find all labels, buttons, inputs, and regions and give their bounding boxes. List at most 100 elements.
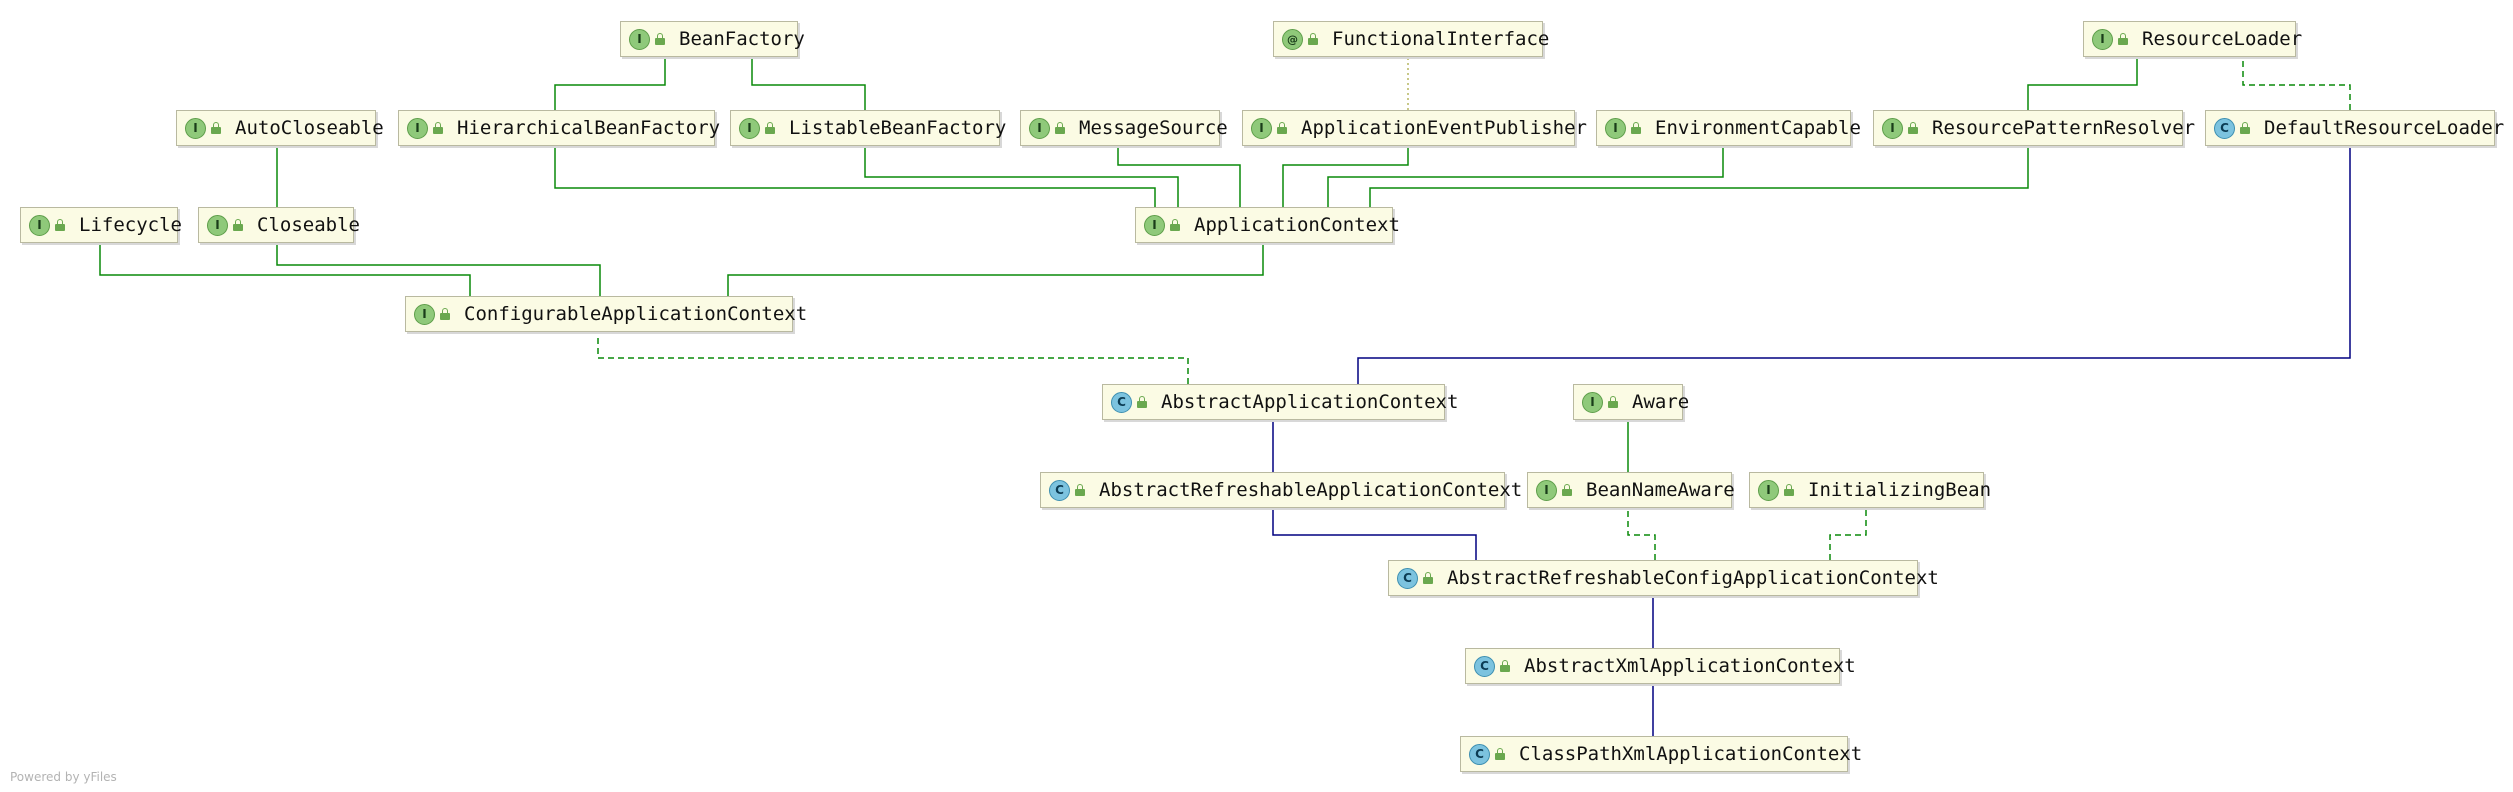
node-label: DefaultResourceLoader	[2264, 117, 2505, 139]
edge-implements	[592, 322, 1189, 384]
edge-extends-interface	[859, 136, 1179, 207]
public-access-icon	[433, 122, 443, 134]
edge-extends-class	[1357, 136, 2356, 384]
public-access-icon	[1075, 484, 1085, 496]
edge-extends-class	[1267, 498, 1477, 560]
node-message-source[interactable]: I MessageSource	[1020, 110, 1228, 146]
node-label: Aware	[1632, 391, 1690, 413]
node-label: ClassPathXmlApplicationContext	[1519, 743, 1863, 765]
powered-by-footer: Powered by yFiles	[10, 770, 117, 784]
edge-extends-interface	[549, 136, 1156, 207]
public-access-icon	[1423, 572, 1433, 584]
node-bean-factory[interactable]: I BeanFactory	[620, 21, 805, 57]
node-label: Lifecycle	[79, 214, 182, 236]
node-label: BeanFactory	[679, 28, 805, 50]
public-access-icon	[1500, 660, 1510, 672]
public-access-icon	[1784, 484, 1794, 496]
node-configurable-application-context[interactable]: I ConfigurableApplicationContext	[405, 296, 807, 332]
interface-badge-icon: I	[1582, 391, 1603, 413]
interface-badge-icon: I	[739, 117, 760, 139]
node-label: AbstractApplicationContext	[1161, 391, 1459, 413]
interface-badge-icon: I	[414, 303, 435, 325]
node-label: AutoCloseable	[235, 117, 384, 139]
node-auto-closeable[interactable]: I AutoCloseable	[176, 110, 384, 146]
public-access-icon	[1608, 396, 1618, 408]
edge-extends-interface	[554, 47, 671, 110]
node-initializing-bean[interactable]: I InitializingBean	[1749, 472, 1991, 508]
interface-badge-icon: I	[185, 117, 206, 139]
edge-extends-interface	[746, 47, 866, 110]
node-label: ListableBeanFactory	[789, 117, 1007, 139]
node-functional-interface[interactable]: @FunctionalInterface	[1273, 21, 1549, 57]
interface-badge-icon: I	[1144, 214, 1165, 236]
edge-implements	[1829, 498, 1872, 560]
node-abstract-xml-application-context[interactable]: C AbstractXmlApplicationContext	[1465, 648, 1856, 684]
interface-badge-icon: I	[1536, 479, 1557, 501]
node-label: BeanNameAware	[1586, 479, 1735, 501]
node-label: ApplicationContext	[1194, 214, 1400, 236]
interface-badge-icon: I	[1605, 117, 1626, 139]
public-access-icon	[1908, 122, 1918, 134]
public-access-icon	[1562, 484, 1572, 496]
public-access-icon	[1055, 122, 1065, 134]
interface-badge-icon: I	[1758, 479, 1779, 501]
node-label: EnvironmentCapable	[1655, 117, 1861, 139]
node-hierarchical-bean-factory[interactable]: I HierarchicalBeanFactory	[398, 110, 720, 146]
node-resource-loader[interactable]: I ResourceLoader	[2083, 21, 2302, 57]
class-badge-icon: C	[1111, 391, 1132, 413]
interface-badge-icon: I	[1251, 117, 1272, 139]
edge-extends-interface	[1282, 136, 1414, 207]
node-aware[interactable]: I Aware	[1573, 384, 1689, 420]
node-closeable[interactable]: I Closeable	[198, 207, 360, 243]
edge-extends-interface	[94, 233, 471, 296]
node-bean-name-aware[interactable]: I BeanNameAware	[1527, 472, 1735, 508]
public-access-icon	[55, 219, 65, 231]
edge-extends-interface	[727, 233, 1269, 296]
node-label: AbstractRefreshableApplicationContext	[1099, 479, 1523, 501]
public-access-icon	[1631, 122, 1641, 134]
public-access-icon	[233, 219, 243, 231]
edge-extends-interface	[2027, 47, 2143, 110]
node-label: ResourcePatternResolver	[1932, 117, 2196, 139]
public-access-icon	[440, 308, 450, 320]
edge-extends-interface	[1327, 136, 1729, 207]
interface-badge-icon: I	[29, 214, 50, 236]
interface-badge-icon: I	[629, 28, 650, 50]
edge-extends-interface	[1112, 136, 1241, 207]
public-access-icon	[1277, 122, 1287, 134]
node-label: HierarchicalBeanFactory	[457, 117, 721, 139]
node-listable-bean-factory[interactable]: I ListableBeanFactory	[730, 110, 1006, 146]
node-label: AbstractXmlApplicationContext	[1524, 655, 1856, 677]
edge-extends-interface	[271, 233, 601, 296]
node-label: InitializingBean	[1808, 479, 1992, 501]
node-application-context[interactable]: I ApplicationContext	[1135, 207, 1400, 243]
public-access-icon	[2118, 33, 2128, 45]
edge-implements	[2237, 47, 2351, 110]
node-label: ResourceLoader	[2142, 28, 2303, 50]
interface-badge-icon: I	[2092, 28, 2113, 50]
public-access-icon	[1308, 33, 1318, 45]
interface-badge-icon: I	[207, 214, 228, 236]
node-abstract-application-context[interactable]: C AbstractApplicationContext	[1102, 384, 1458, 420]
node-environment-capable[interactable]: I EnvironmentCapable	[1596, 110, 1861, 146]
node-label: ConfigurableApplicationContext	[464, 303, 808, 325]
interface-badge-icon: I	[1029, 117, 1050, 139]
node-lifecycle[interactable]: I Lifecycle	[20, 207, 182, 243]
edge-extends-interface	[1369, 136, 2034, 207]
node-label: MessageSource	[1079, 117, 1228, 139]
public-access-icon	[765, 122, 775, 134]
public-access-icon	[2240, 122, 2250, 134]
node-label: Closeable	[257, 214, 360, 236]
interface-badge-icon: I	[407, 117, 428, 139]
public-access-icon	[211, 122, 221, 134]
class-badge-icon: C	[1474, 655, 1495, 677]
class-badge-icon: C	[1397, 567, 1418, 589]
